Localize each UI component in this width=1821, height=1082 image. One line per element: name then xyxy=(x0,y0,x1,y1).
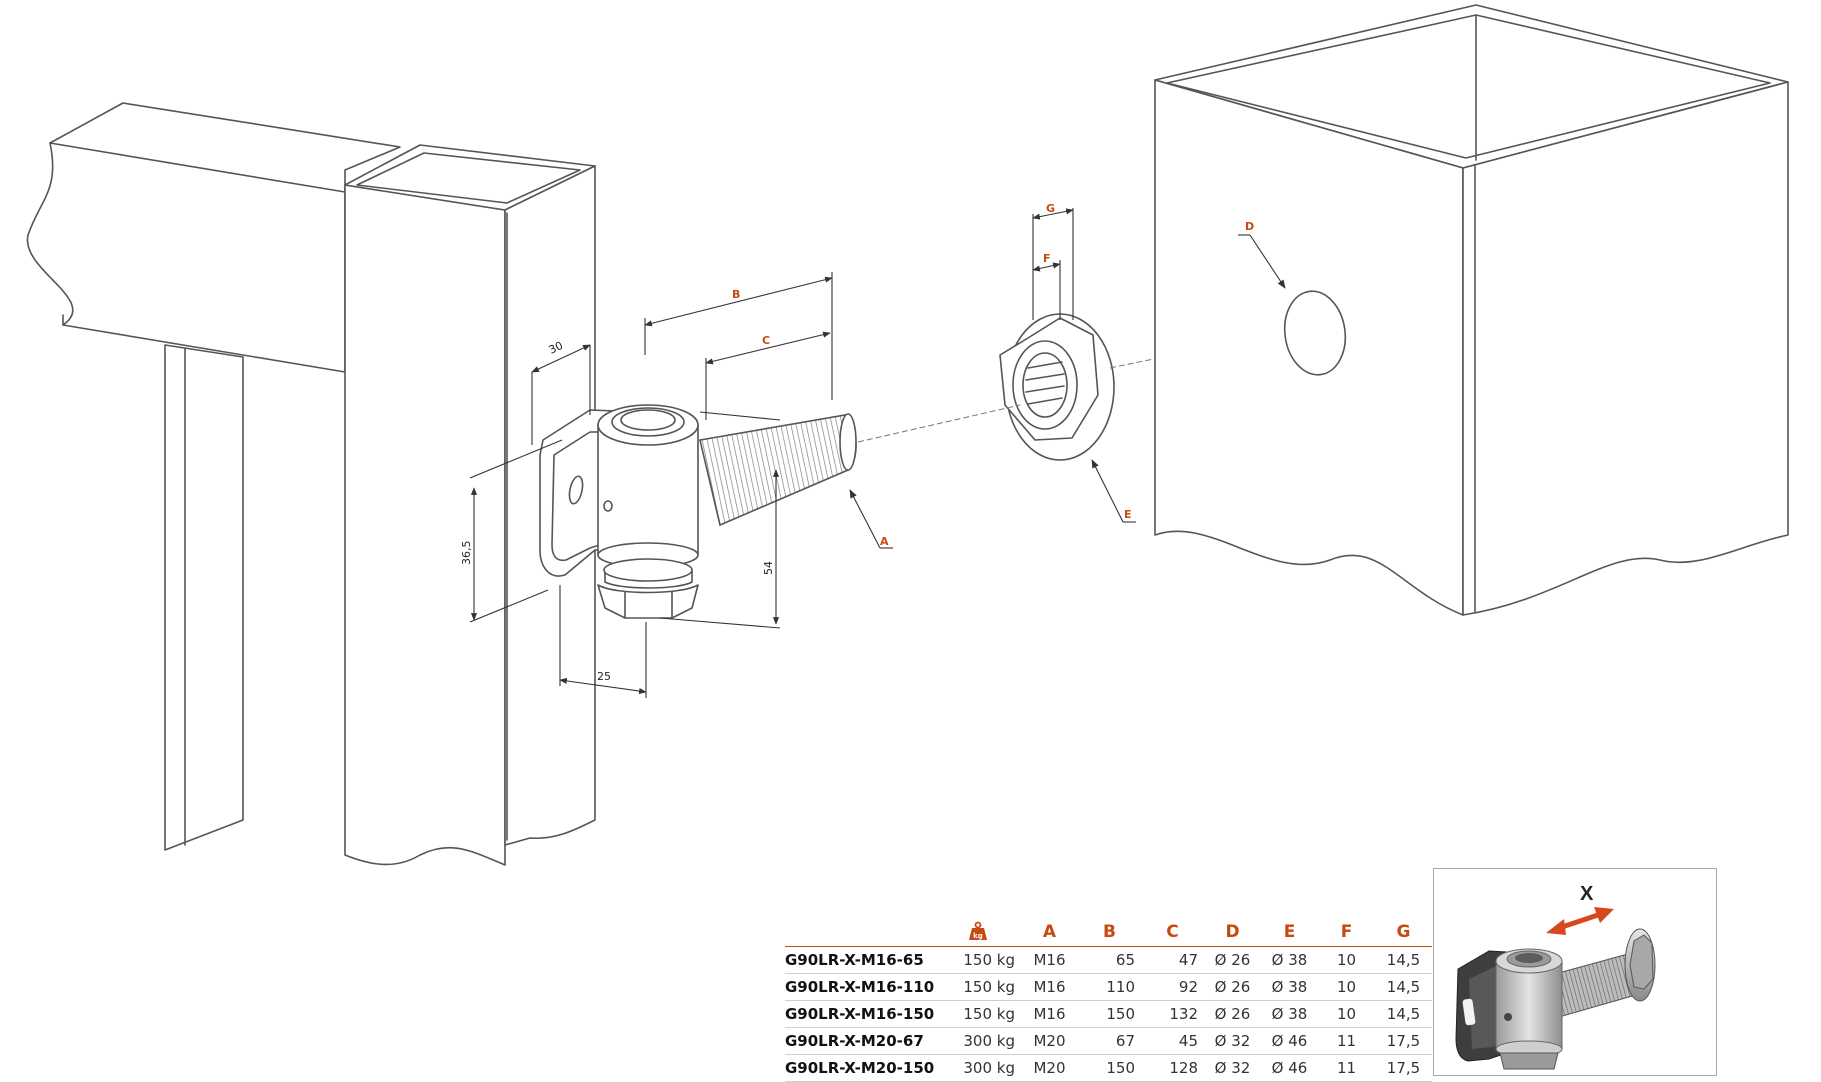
cell-g: 14,5 xyxy=(1375,1000,1432,1028)
spec-table: kg A B C D E F G G90LR-X-M16-65 150 kg M… xyxy=(785,920,1432,1082)
table-row: G90LR-X-M16-150 150 kg M16 150 132 Ø 26 … xyxy=(785,1000,1432,1028)
cell-load: 300 kg xyxy=(935,1054,1021,1082)
cell-f: 10 xyxy=(1318,973,1375,1001)
cell-model: G90LR-X-M20-67 xyxy=(785,1027,935,1055)
cell-model: G90LR-X-M20-150 xyxy=(785,1054,935,1082)
cell-d: Ø 26 xyxy=(1204,946,1261,974)
cell-e: Ø 46 xyxy=(1261,1054,1318,1082)
cell-d: Ø 26 xyxy=(1204,973,1261,1001)
cell-a: M16 xyxy=(1021,973,1078,1001)
label-c: C xyxy=(762,334,770,347)
label-e: E xyxy=(1124,508,1132,521)
cell-e: Ø 38 xyxy=(1261,1000,1318,1028)
cell-model: G90LR-X-M16-65 xyxy=(785,946,935,974)
cell-f: 11 xyxy=(1318,1027,1375,1055)
header-c: C xyxy=(1141,920,1204,947)
header-b: B xyxy=(1078,920,1141,947)
square-post xyxy=(1154,4,1789,616)
cell-c: 47 xyxy=(1141,946,1204,974)
cell-f: 10 xyxy=(1318,946,1375,974)
label-f: F xyxy=(1043,252,1051,265)
cell-b: 110 xyxy=(1078,973,1141,1001)
weight-icon: kg xyxy=(969,921,987,940)
cell-e: Ø 38 xyxy=(1261,946,1318,974)
cell-a: M20 xyxy=(1021,1054,1078,1082)
cell-c: 45 xyxy=(1141,1027,1204,1055)
label-g: G xyxy=(1046,202,1055,215)
label-b: B xyxy=(732,288,740,301)
cell-load: 150 kg xyxy=(935,946,1021,974)
cell-load: 300 kg xyxy=(935,1027,1021,1055)
dim-30: 30 xyxy=(547,339,565,357)
hinge-assembly xyxy=(539,404,857,619)
header-e: E xyxy=(1261,920,1318,947)
cell-c: 128 xyxy=(1141,1054,1204,1082)
label-d: D xyxy=(1245,220,1254,233)
cell-d: Ø 32 xyxy=(1204,1027,1261,1055)
cell-e: Ø 46 xyxy=(1261,1027,1318,1055)
cell-load: 150 kg xyxy=(935,973,1021,1001)
cell-model: G90LR-X-M16-150 xyxy=(785,1000,935,1028)
cell-e: Ø 38 xyxy=(1261,973,1318,1001)
cell-c: 132 xyxy=(1141,1000,1204,1028)
dim-36-5: 36,5 xyxy=(460,541,473,566)
nut-washer xyxy=(999,313,1115,461)
cell-g: 14,5 xyxy=(1375,973,1432,1001)
header-model xyxy=(785,920,935,947)
cell-g: 14,5 xyxy=(1375,946,1432,974)
cell-a: M20 xyxy=(1021,1027,1078,1055)
cell-a: M16 xyxy=(1021,946,1078,974)
cell-d: Ø 26 xyxy=(1204,1000,1261,1028)
header-a: A xyxy=(1021,920,1078,947)
dim-54: 54 xyxy=(762,561,775,575)
table-header-row: kg A B C D E F G xyxy=(785,920,1432,947)
adjust-label: X xyxy=(1580,883,1594,905)
cell-d: Ø 32 xyxy=(1204,1054,1261,1082)
cell-c: 92 xyxy=(1141,973,1204,1001)
table-row: G90LR-X-M20-67 300 kg M20 67 45 Ø 32 Ø 4… xyxy=(785,1027,1432,1055)
cell-g: 17,5 xyxy=(1375,1054,1432,1082)
hinge-render xyxy=(1455,907,1656,1070)
cell-f: 11 xyxy=(1318,1054,1375,1082)
leaders: A E D xyxy=(849,220,1286,549)
gate-frame xyxy=(26,102,596,866)
adjust-arrow-icon xyxy=(1546,907,1614,935)
product-inset: X xyxy=(1433,868,1717,1076)
header-weight: kg xyxy=(935,920,1021,947)
table-row: G90LR-X-M16-110 150 kg M16 110 92 Ø 26 Ø… xyxy=(785,973,1432,1001)
cell-b: 150 xyxy=(1078,1054,1141,1082)
cell-b: 67 xyxy=(1078,1027,1141,1055)
dim-25: 25 xyxy=(597,670,611,683)
cell-b: 150 xyxy=(1078,1000,1141,1028)
cell-a: M16 xyxy=(1021,1000,1078,1028)
cell-f: 10 xyxy=(1318,1000,1375,1028)
cell-load: 150 kg xyxy=(935,1000,1021,1028)
dimensions: 30 36,5 54 25 B C G F xyxy=(460,202,1074,698)
svg-text:kg: kg xyxy=(973,932,983,940)
table-row: G90LR-X-M20-150 300 kg M20 150 128 Ø 32 … xyxy=(785,1054,1432,1082)
cell-model: G90LR-X-M16-110 xyxy=(785,973,935,1001)
table-row: G90LR-X-M16-65 150 kg M16 65 47 Ø 26 Ø 3… xyxy=(785,946,1432,974)
cell-b: 65 xyxy=(1078,946,1141,974)
cell-g: 17,5 xyxy=(1375,1027,1432,1055)
header-d: D xyxy=(1204,920,1261,947)
header-g: G xyxy=(1375,920,1432,947)
label-a: A xyxy=(880,535,889,548)
header-f: F xyxy=(1318,920,1375,947)
